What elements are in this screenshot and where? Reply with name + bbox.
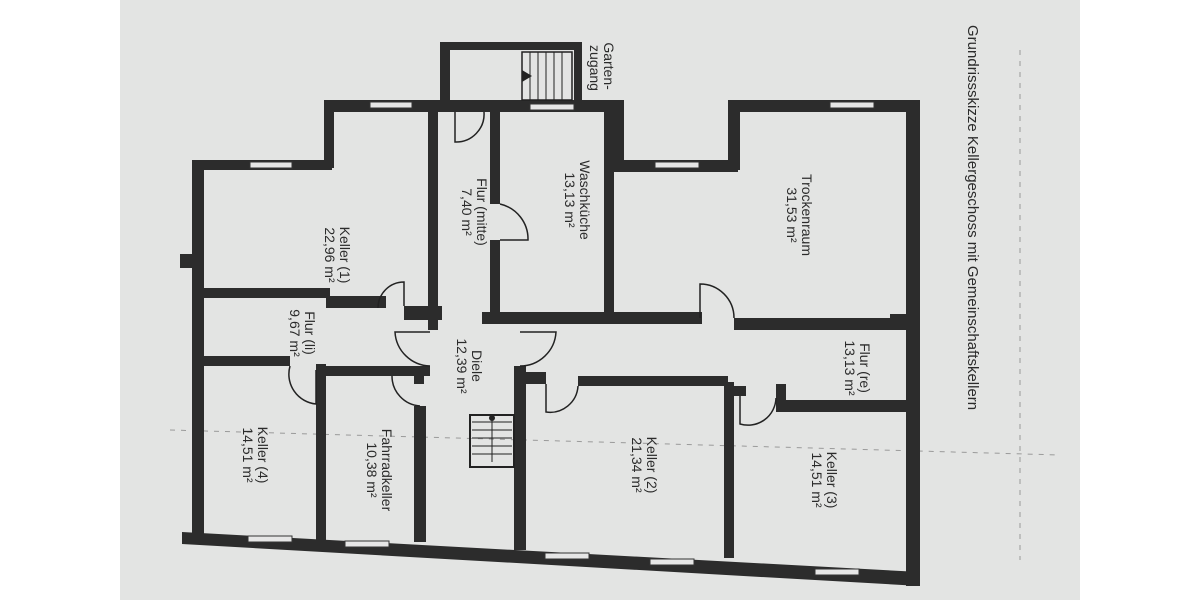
door	[377, 281, 405, 309]
window	[544, 552, 590, 560]
room-name: Flur (mitte)	[474, 178, 490, 246]
room-area: 14,51 m²	[240, 427, 256, 483]
door	[391, 375, 421, 407]
room-area: 9,67 m²	[287, 309, 303, 357]
room-name: Fahrradkeller	[379, 429, 395, 512]
room-area: 13,13 m²	[562, 172, 578, 228]
window	[654, 161, 700, 169]
window	[649, 558, 695, 566]
room-name: Keller (3)	[824, 452, 840, 509]
room-name: Diele	[469, 350, 485, 382]
door	[519, 331, 557, 367]
walls	[180, 42, 920, 586]
door	[545, 384, 579, 414]
window	[369, 101, 413, 109]
room-label: Flur (mitte)7,40 m²	[459, 178, 490, 246]
garden-access-label: Garten- zugang	[587, 42, 617, 93]
room-name: Keller (1)	[337, 227, 353, 284]
door	[454, 111, 485, 143]
plan-title: Grundrissskizze Kellergeschoss mit Gemei…	[964, 25, 981, 410]
windows	[247, 101, 875, 576]
room-area: 13,13 m²	[842, 340, 858, 396]
staircase-diele	[469, 414, 515, 468]
room-label: Keller (1)22,96 m²	[322, 227, 353, 284]
arrow-icon	[522, 70, 532, 82]
door	[739, 396, 777, 426]
window	[249, 161, 293, 169]
window	[814, 568, 860, 576]
room-name: Waschküche	[577, 160, 593, 240]
room-name: Trockenraum	[799, 174, 815, 256]
room-label: Keller (3)14,51 m²	[809, 452, 840, 509]
room-name: Flur (re)	[857, 343, 873, 393]
room-label: Flur (re)13,13 m²	[842, 340, 873, 396]
door	[288, 365, 317, 405]
window	[529, 103, 575, 111]
room-name: Flur (li)	[302, 311, 318, 355]
garden-access-line1: Garten-	[601, 42, 617, 90]
window	[829, 101, 875, 109]
staircase-top	[521, 51, 573, 101]
door	[394, 331, 431, 367]
room-area: 12,39 m²	[454, 338, 470, 394]
room-label: Keller (4)14,51 m²	[240, 427, 271, 484]
room-area: 14,51 m²	[809, 452, 825, 508]
stair-start-icon	[489, 415, 495, 421]
room-name: Keller (4)	[255, 427, 271, 484]
room-label: Flur (li)9,67 m²	[287, 309, 318, 357]
room-label: Diele12,39 m²	[454, 338, 485, 394]
room-name: Keller (2)	[644, 437, 660, 494]
room-label: Fahrradkeller10,38 m²	[364, 429, 395, 512]
room-label: Trockenraum31,53 m²	[784, 174, 815, 256]
door	[699, 283, 735, 319]
room-label: Waschküche13,13 m²	[562, 160, 593, 240]
room-area: 31,53 m²	[784, 187, 800, 243]
room-area: 22,96 m²	[322, 227, 338, 283]
garden-access-line2: zugang	[587, 45, 603, 91]
door	[499, 203, 529, 241]
window	[344, 540, 390, 548]
room-area: 10,38 m²	[364, 442, 380, 498]
room-area: 21,34 m²	[629, 437, 645, 493]
window	[247, 535, 293, 543]
room-area: 7,40 m²	[459, 188, 475, 236]
doors	[288, 111, 777, 426]
room-labels: Keller (1)22,96 m² Flur (mitte)7,40 m² Was…	[240, 160, 873, 511]
room-label: Keller (2)21,34 m²	[629, 437, 660, 494]
